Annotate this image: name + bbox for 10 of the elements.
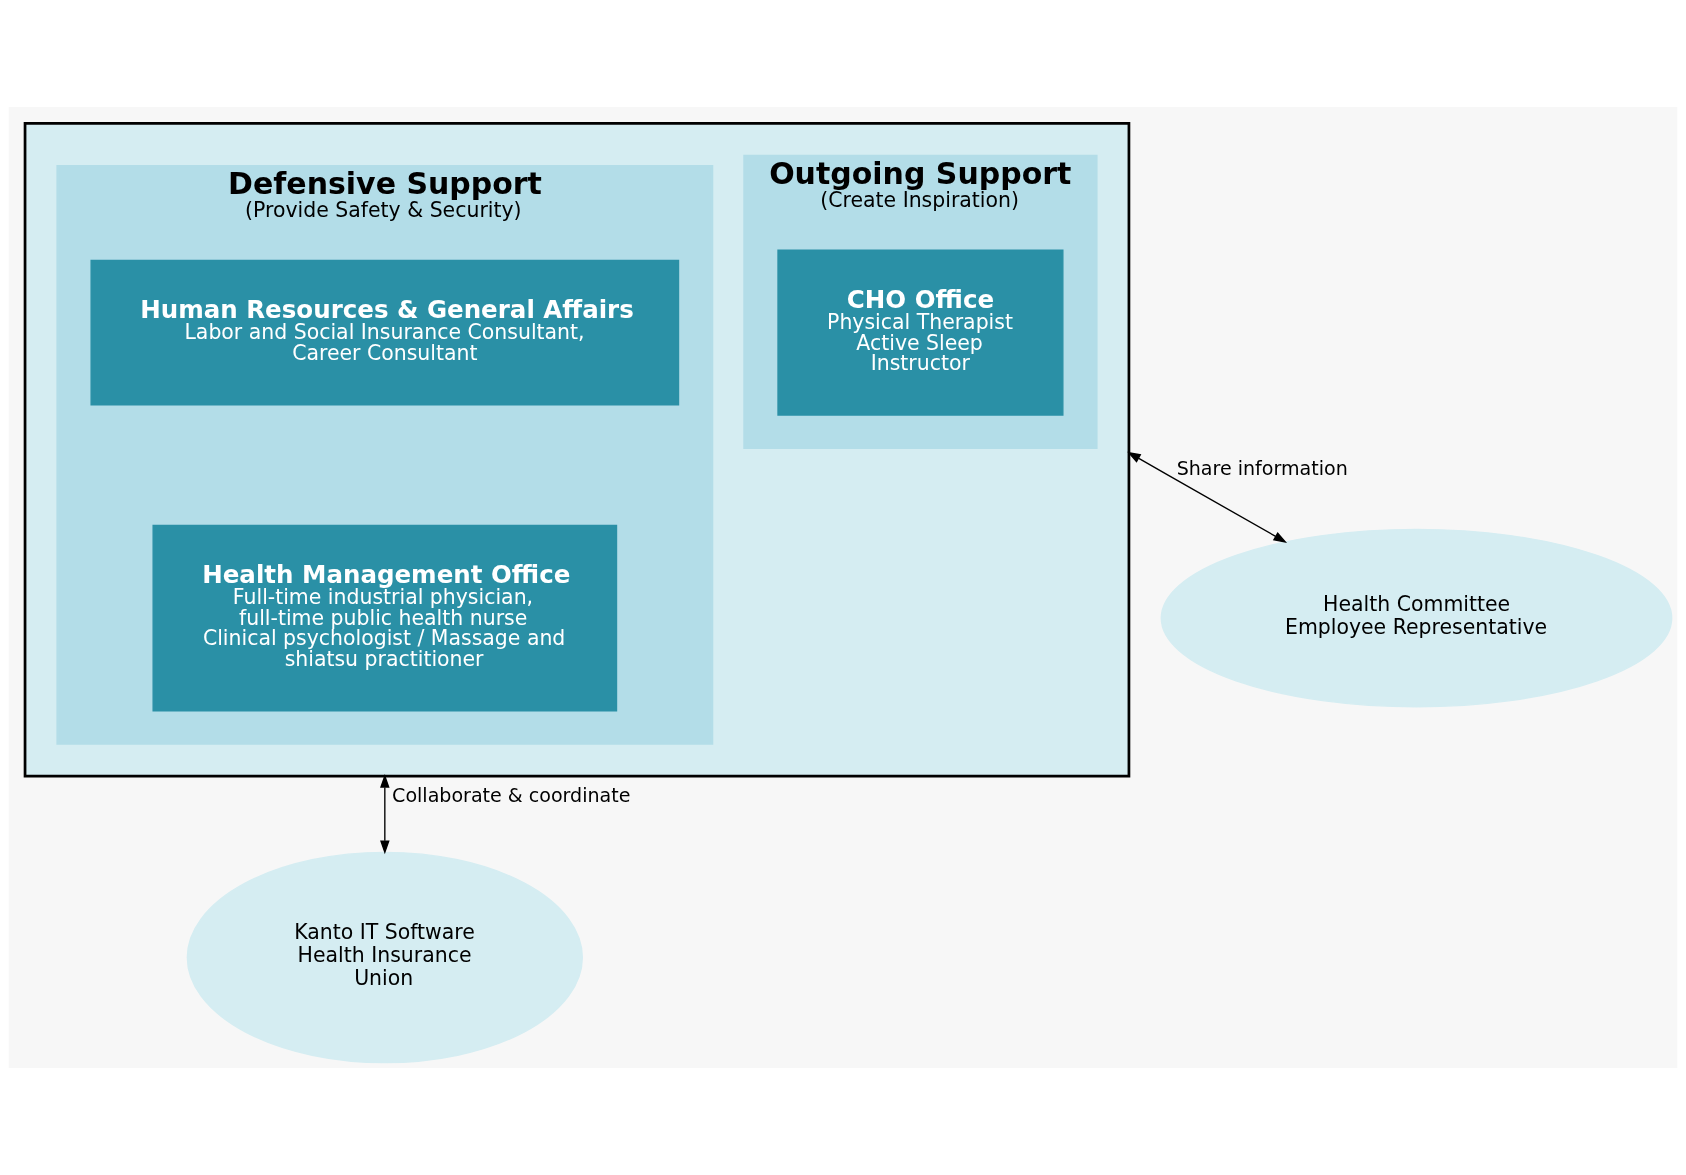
arrow (380, 774, 390, 855)
node-box: Human Resources & General Affairs Labor and Social Insurance Consultant, Career Consultant (90, 259, 680, 406)
node-box: CHO Office Physical Therapist Active Sleep Instructor (777, 249, 1064, 416)
node-ellipse: Health Committee Employee Representative (1160, 528, 1673, 708)
cluster (23, 122, 1131, 778)
edge-label: Collaborate & coordinate (392, 784, 631, 807)
node-box: Health Management Office Full-time industrial physician, full-time public health nurse Clinical psychologist / Massage and shiatsu practitioner (152, 524, 618, 712)
edge-label: Share information (1176, 457, 1348, 480)
arrow (1127, 451, 1288, 543)
node-ellipse: Kanto IT Software Health Insurance Union (186, 851, 583, 1064)
